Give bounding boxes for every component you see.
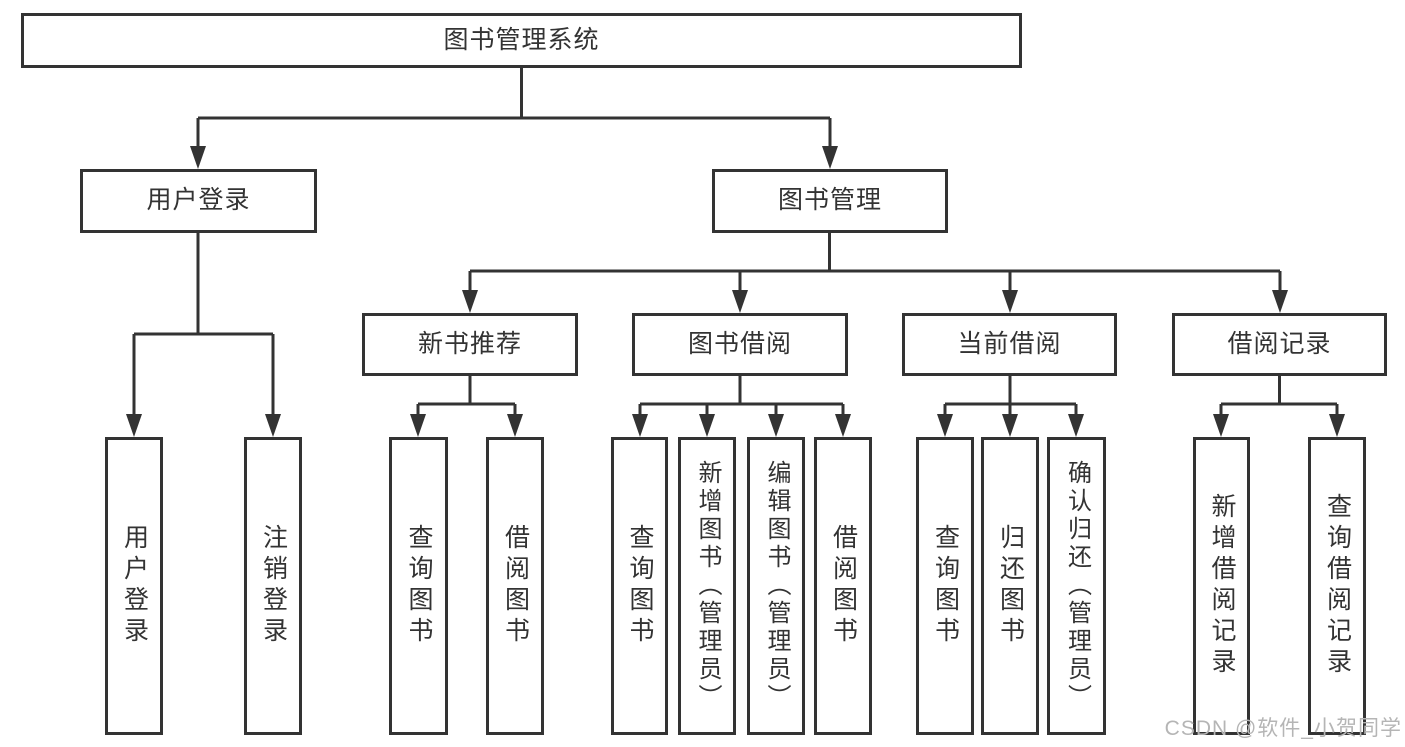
connector-book-borrow [638,376,845,415]
node-root: 图书管理系统 [21,13,1022,68]
watermark: CSDN @软件_小贺同学 [1164,717,1402,740]
node-book-management: 图书管理 [712,169,948,233]
leaf-logout: 注销登录 [244,437,302,735]
leaf-current-confirm-return-admin: 确认归还（管理员） [1047,437,1106,735]
leaf-current-return-books: 归还图书 [981,437,1039,735]
node-new-book-recommend: 新书推荐 [362,313,578,376]
node-book-borrow: 图书借阅 [632,313,848,376]
connector-new-book-recommend [416,376,517,415]
node-current-borrow: 当前借阅 [902,313,1117,376]
connector-root [196,68,832,147]
connector-borrow-records [1219,376,1339,415]
node-user-login: 用户登录 [80,169,317,233]
connector-current-borrow [943,376,1078,415]
leaf-borrow-edit-books-admin: 编辑图书（管理员） [747,437,805,735]
node-borrow-records: 借阅记录 [1172,313,1387,376]
leaf-borrow-query-books: 查询图书 [611,437,668,735]
leaf-borrow-borrow-books: 借阅图书 [814,437,872,735]
leaf-records-add-record: 新增借阅记录 [1193,437,1250,735]
leaf-user-login: 用户登录 [105,437,163,735]
leaf-recommend-borrow-books: 借阅图书 [486,437,544,735]
connector-user-login [132,233,275,415]
leaf-current-query-books: 查询图书 [916,437,974,735]
leaf-borrow-add-books-admin: 新增图书（管理员） [678,437,736,735]
leaf-recommend-query-books: 查询图书 [389,437,448,735]
arrowheads [126,146,1345,437]
leaf-records-query-record: 查询借阅记录 [1308,437,1366,735]
connector-book-management [468,233,1282,291]
